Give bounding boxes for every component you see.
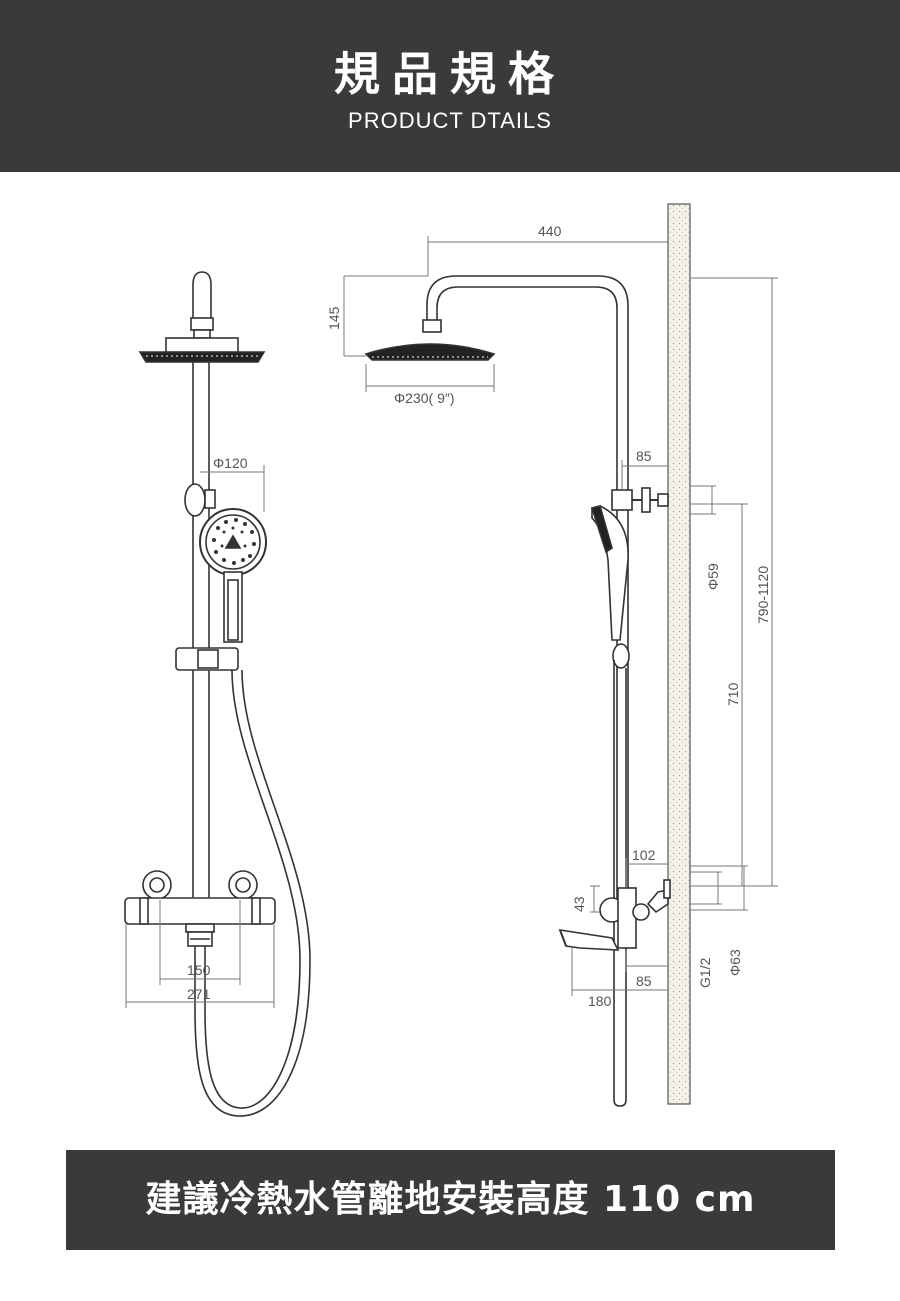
side-rain-head (364, 319, 496, 361)
dim-valve-height: 43 (571, 896, 587, 912)
page-subtitle: PRODUCT DTAILS (348, 108, 552, 133)
dim-spout-length: 180 (588, 993, 612, 1009)
dim-bracket-offset: 85 (636, 448, 652, 464)
side-valve (599, 879, 671, 949)
header-banner: 規品規格 PRODUCT DTAILS (0, 0, 900, 172)
dim-height-range: 790-1120 (755, 566, 771, 624)
dim-hand-shower-diameter: Φ120 (213, 455, 248, 471)
front-valve (124, 870, 276, 947)
dim-head-height: 145 (326, 306, 342, 330)
footer-banner: 建議冷熱水管離地安裝高度 110 cm (66, 1150, 835, 1250)
side-bath-spout (558, 928, 620, 951)
side-top-arm (426, 275, 629, 900)
front-rain-head (138, 337, 266, 363)
dim-bracket-flange: Φ59 (705, 563, 721, 590)
front-riser (192, 361, 210, 903)
side-view (343, 203, 778, 1107)
front-view (124, 271, 311, 1117)
dim-head-diameter: Φ230( 9″) (394, 390, 454, 406)
dim-valve-center-spacing: 150 (187, 962, 211, 978)
wall-section (667, 203, 691, 1105)
side-hand-shower (590, 505, 629, 641)
front-wall-bracket (184, 483, 206, 517)
side-wall-bracket (611, 487, 669, 513)
front-hose (204, 669, 301, 1109)
dim-arm-length: 440 (538, 223, 562, 239)
front-top-pipe (192, 271, 212, 321)
dim-valve-offset: 102 (632, 847, 656, 863)
installation-note: 建議冷熱水管離地安裝高度 110 cm (145, 1179, 756, 1220)
page-title: 規品規格 (334, 47, 566, 101)
technical-drawing: Φ120 150 271 440 145 Φ230( 9″) 85 Φ59 79… (124, 203, 778, 1117)
front-hand-shower (199, 508, 267, 643)
front-head-connector (190, 317, 214, 331)
dim-thread: G1/2 (697, 957, 713, 988)
dim-outlet-offset: 85 (636, 973, 652, 989)
dim-bar-length: 710 (725, 682, 741, 706)
dim-wall-flange: Φ63 (727, 949, 743, 976)
dim-valve-body-width: 271 (187, 986, 211, 1002)
